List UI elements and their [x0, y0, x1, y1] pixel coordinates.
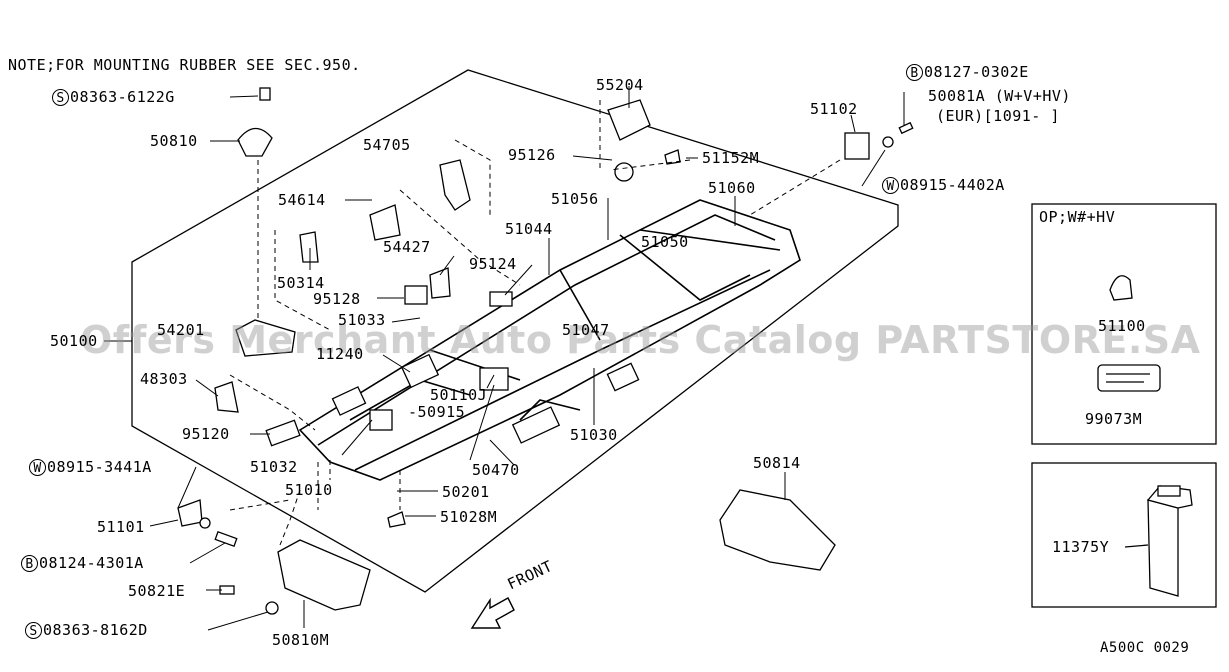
- part-label-11240[interactable]: 11240: [316, 345, 364, 363]
- part-label-95124[interactable]: 95124: [469, 255, 517, 273]
- part-label-51033[interactable]: 51033: [338, 311, 386, 329]
- options-box-parts: [1097, 275, 1161, 392]
- leader-lines: [104, 86, 905, 631]
- diagram-outline: [131, 69, 899, 593]
- part-label-95126[interactable]: 95126: [508, 146, 556, 164]
- part-label-50810m[interactable]: 50810M: [272, 631, 330, 649]
- part-label-99073m[interactable]: 99073M: [1085, 410, 1143, 428]
- frame-brackets: [265, 132, 870, 447]
- part-label-11375y[interactable]: 11375Y: [1052, 538, 1110, 556]
- mounting-note: NOTE;FOR MOUNTING RUBBER SEE SEC.950.: [8, 56, 361, 74]
- box2-frame: [1031, 462, 1217, 608]
- dashed-leader-lines: [229, 100, 841, 546]
- front-arrow-icon: [470, 597, 515, 629]
- part-label-54201[interactable]: 54201: [157, 321, 205, 339]
- part-label-51010[interactable]: 51010: [285, 481, 333, 499]
- part-label-51152m[interactable]: 51152M: [702, 149, 760, 167]
- part-label-50915[interactable]: -50915: [408, 403, 466, 421]
- options-box-frame: [1031, 203, 1217, 445]
- diagram-code: A500C 0029: [1100, 640, 1190, 656]
- part-label-51056[interactable]: 51056: [551, 190, 599, 208]
- part-label-54614[interactable]: 54614: [278, 191, 326, 209]
- part-label-51102[interactable]: 51102: [810, 100, 858, 118]
- watermark: Offers Merchant Auto Parts Catalog PARTS…: [80, 318, 1201, 362]
- washer-symbol-icon: W: [882, 177, 899, 194]
- part-label-48303[interactable]: 48303: [140, 370, 188, 388]
- part-label-51101[interactable]: 51101: [97, 518, 145, 536]
- small-parts: [177, 87, 914, 615]
- part-label-51030[interactable]: 51030: [570, 426, 618, 444]
- part-label-50821e[interactable]: 50821E: [128, 582, 186, 600]
- part-label-50810[interactable]: 50810: [150, 132, 198, 150]
- part-label-55204[interactable]: 55204: [596, 76, 644, 94]
- part-label-50110j[interactable]: 50110J: [430, 386, 488, 404]
- part-label-51060[interactable]: 51060: [708, 179, 756, 197]
- part-label-51050[interactable]: 51050: [641, 233, 689, 251]
- part-label-54427[interactable]: 54427: [383, 238, 431, 256]
- box2-part: [1124, 485, 1193, 597]
- part-label-51044[interactable]: 51044: [505, 220, 553, 238]
- part-label-51028m[interactable]: 51028M: [440, 508, 498, 526]
- part-label-50814[interactable]: 50814: [753, 454, 801, 472]
- part-label-50470[interactable]: 50470: [472, 461, 520, 479]
- part-label-95128[interactable]: 95128: [313, 290, 361, 308]
- bolt-symbol-icon: B: [21, 555, 38, 572]
- bolt-symbol-icon: B: [906, 64, 923, 81]
- skid-plates: [235, 319, 836, 611]
- options-box-title: OP;W#+HV: [1039, 208, 1116, 226]
- part-label-51032[interactable]: 51032: [250, 458, 298, 476]
- part-label-51047[interactable]: 51047: [562, 321, 610, 339]
- screw-symbol-icon: S: [25, 622, 42, 639]
- part-label-50081a[interactable]: 50081A (W+V+HV): [928, 87, 1071, 105]
- washer-symbol-icon: W: [29, 459, 46, 476]
- part-label-50201[interactable]: 50201: [442, 483, 490, 501]
- screw-symbol-icon: S: [52, 89, 69, 106]
- part-label-51100[interactable]: 51100: [1098, 317, 1146, 335]
- part-label-50100[interactable]: 50100: [50, 332, 98, 350]
- part-label-95120[interactable]: 95120: [182, 425, 230, 443]
- part-label-50314[interactable]: 50314: [277, 274, 325, 292]
- part-label-54705[interactable]: 54705: [363, 136, 411, 154]
- ladder-frame: [298, 199, 801, 481]
- part-label-eur: (EUR)[1091- ]: [936, 107, 1060, 125]
